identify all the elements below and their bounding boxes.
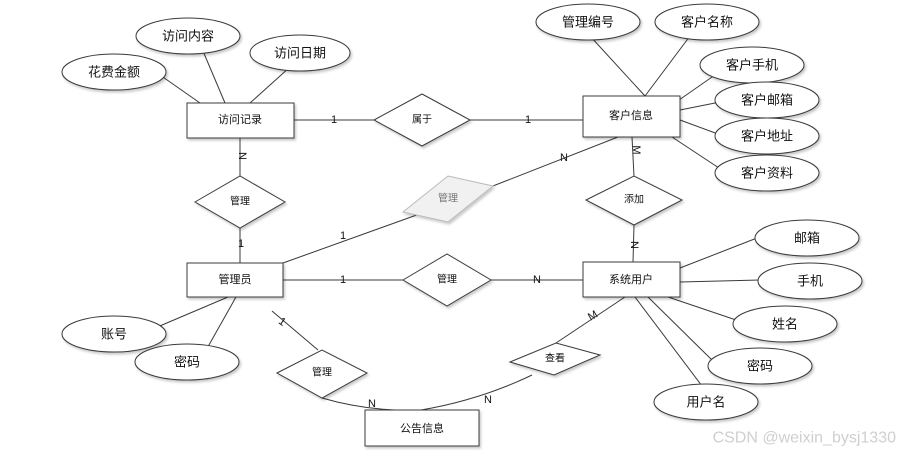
rel-add: 添加	[584, 175, 684, 226]
entity-system-user: 系统用户	[582, 261, 681, 298]
cardinality-labels: 1 1 N 1 1 N M N 1 N 1 N N M	[236, 114, 642, 410]
attr-manage-no: 管理编号	[535, 3, 641, 41]
svg-text:客户信息: 客户信息	[609, 108, 653, 122]
svg-text:属于: 属于	[412, 114, 432, 126]
attr-visit-date: 访问日期	[249, 34, 351, 72]
svg-text:管理: 管理	[437, 273, 457, 286]
svg-text:访问记录: 访问记录	[218, 113, 262, 126]
attr-admin-password: 密码	[134, 343, 240, 381]
card-admin-notice-manage: 1	[276, 315, 288, 328]
svg-text:系统用户: 系统用户	[609, 272, 653, 286]
card-customer-add: M	[630, 145, 642, 154]
svg-text:账号: 账号	[101, 327, 127, 342]
attr-user-password: 密码	[707, 347, 813, 385]
entity-customer-info: 客户信息	[582, 95, 681, 138]
card-manage-admin: 1	[238, 238, 244, 250]
attr-user-phone: 手机	[757, 262, 863, 300]
svg-text:客户地址: 客户地址	[741, 129, 793, 144]
attr-customer-phone: 客户手机	[699, 46, 805, 84]
card-notice-view: N	[484, 394, 492, 406]
svg-text:管理: 管理	[438, 192, 458, 205]
svg-text:手机: 手机	[797, 274, 823, 289]
entity-visit-record: 访问记录	[186, 102, 295, 139]
attr-visit-content: 访问内容	[135, 17, 241, 55]
svg-text:管理员: 管理员	[219, 272, 252, 286]
svg-text:管理编号: 管理编号	[562, 15, 614, 30]
card-admin-customer-manage: 1	[340, 230, 346, 242]
attr-user-email: 邮箱	[754, 219, 860, 257]
svg-text:访问日期: 访问日期	[274, 46, 326, 61]
svg-text:客户名称: 客户名称	[681, 15, 733, 30]
attr-customer-name: 客户名称	[654, 3, 760, 41]
rel-manage-visit: 管理	[194, 175, 286, 229]
card-user-manage: N	[533, 274, 541, 286]
attr-cost-amount: 花费金额	[61, 53, 167, 91]
attr-customer-profile: 客户资料	[714, 154, 820, 192]
svg-text:查看: 查看	[545, 352, 565, 365]
attr-customer-email: 客户邮箱	[714, 81, 820, 119]
rel-view: 查看	[508, 342, 602, 376]
rel-manage-user: 管理	[402, 253, 492, 307]
attr-user-realname: 姓名	[732, 305, 838, 343]
svg-text:密码: 密码	[174, 355, 200, 370]
entity-admin: 管理员	[186, 262, 284, 298]
rel-manage-customer: 管理	[401, 175, 495, 223]
card-belongs-customer: 1	[525, 114, 531, 126]
card-notice-manage: N	[368, 398, 376, 410]
attr-customer-address: 客户地址	[714, 117, 820, 155]
attr-admin-account: 账号	[61, 315, 167, 353]
card-add-user: N	[628, 241, 640, 249]
card-visit-belongs: 1	[331, 114, 337, 126]
svg-text:邮箱: 邮箱	[794, 231, 820, 246]
connector-lines	[154, 35, 761, 411]
svg-text:公告信息: 公告信息	[400, 421, 444, 435]
svg-text:客户邮箱: 客户邮箱	[741, 93, 793, 108]
svg-text:用户名: 用户名	[686, 395, 725, 410]
rel-belongs: 属于	[372, 93, 472, 147]
card-customer-manage: N	[560, 152, 568, 164]
svg-text:客户手机: 客户手机	[726, 58, 778, 73]
svg-text:客户资料: 客户资料	[741, 166, 793, 181]
svg-text:密码: 密码	[747, 359, 773, 374]
card-visit-manage: N	[236, 152, 248, 160]
svg-text:花费金额: 花费金额	[88, 65, 140, 80]
rel-manage-notice: 管理	[275, 349, 369, 399]
svg-text:访问内容: 访问内容	[162, 29, 214, 44]
svg-text:管理: 管理	[312, 366, 332, 379]
svg-text:管理: 管理	[230, 195, 250, 208]
watermark: CSDN @weixin_bysj1330	[713, 430, 897, 447]
svg-text:姓名: 姓名	[772, 317, 798, 332]
svg-text:添加: 添加	[624, 193, 644, 206]
entity-notice-info: 公告信息	[364, 409, 480, 447]
attr-user-username: 用户名	[653, 383, 759, 421]
card-admin-user-manage: 1	[340, 274, 346, 286]
